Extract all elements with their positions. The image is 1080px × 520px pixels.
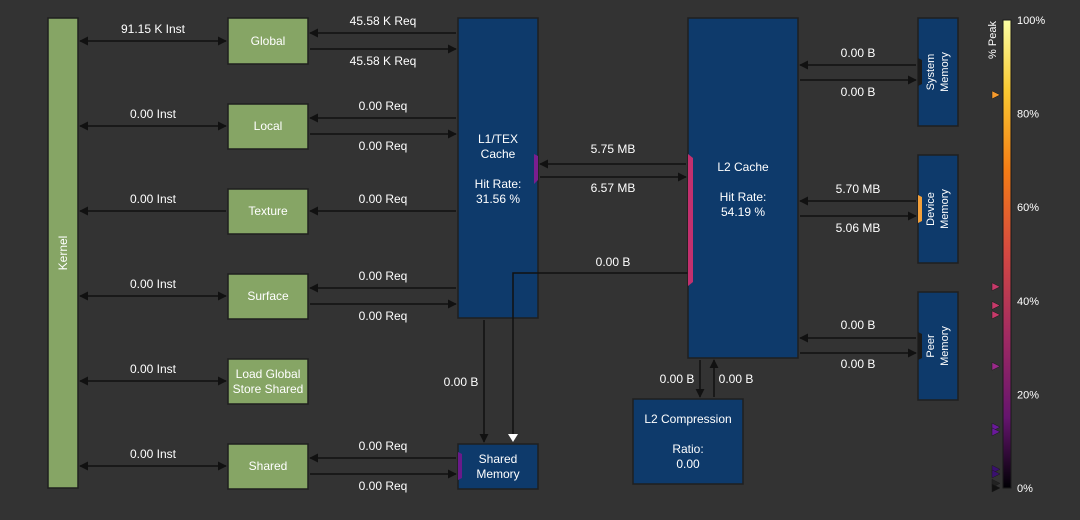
peak-tick-label: 100% [1017, 15, 1045, 27]
l1-title-line1: L1/TEX [478, 132, 518, 146]
compression-to-l2-label: 0.00 B [719, 372, 754, 386]
global-inst-label: 91.15 K Inst [121, 22, 186, 36]
global-req-in-label: 45.58 K Req [350, 14, 417, 28]
peak-marker [991, 301, 1001, 310]
l2-title: L2 Cache [717, 160, 769, 174]
peak-marker [991, 469, 1001, 479]
shared-req-out-label: 0.00 Req [359, 479, 408, 493]
l2-compression-ratio-label: Ratio: [672, 442, 703, 456]
shared-req-in-label: 0.00 Req [359, 439, 408, 453]
surface-box[interactable]: Surface [227, 273, 309, 320]
device-memory-line1: Device [925, 192, 937, 226]
device-memory-line2: Memory [939, 189, 951, 229]
shared-memory-box[interactable]: Shared Memory [457, 443, 539, 490]
l2-hit-rate-value: 54.19 % [721, 205, 765, 219]
peak-marker [991, 483, 1001, 493]
device-memory-port-marker [918, 195, 922, 223]
system-memory-box[interactable]: System Memory [917, 17, 959, 127]
load-global-store-shared-box[interactable]: Load Global Store Shared [227, 358, 309, 405]
local-inst-label: 0.00 Inst [130, 107, 177, 121]
local-box[interactable]: Local [227, 103, 309, 150]
peer-memory-port-marker [918, 332, 922, 360]
peak-tick-label: 40% [1017, 296, 1039, 308]
kernel-label: Kernel [56, 236, 70, 271]
l1-title-line2: Cache [481, 147, 516, 161]
shared-box[interactable]: Shared [227, 443, 309, 490]
global-box[interactable]: Global [227, 17, 309, 65]
peak-legend-title: % Peak [987, 21, 999, 59]
device-memory-box[interactable]: Device Memory [917, 154, 959, 264]
l1-l2-write-label: 6.57 MB [591, 181, 636, 195]
shared-inst-label: 0.00 Inst [130, 447, 177, 461]
lgss-inst-label: 0.00 Inst [130, 362, 177, 376]
l1-hit-rate-label: Hit Rate: [475, 177, 522, 191]
peer-memory-read-label: 0.00 B [841, 318, 876, 332]
peak-gradient-bar [1002, 19, 1012, 489]
surface-inst-label: 0.00 Inst [130, 277, 177, 291]
shared-label: Shared [249, 459, 288, 473]
l2-port-marker [688, 154, 693, 286]
device-memory-read-label: 5.70 MB [836, 182, 881, 196]
surface-req-in-label: 0.00 Req [359, 269, 408, 283]
local-label: Local [254, 119, 283, 133]
local-req-in-label: 0.00 Req [359, 99, 408, 113]
peer-memory-write-label: 0.00 B [841, 357, 876, 371]
peak-tick-label: 60% [1017, 202, 1039, 214]
l1-hit-rate-value: 31.56 % [476, 192, 520, 206]
surface-label: Surface [247, 289, 289, 303]
peak-marker [991, 282, 1001, 292]
system-memory-read-label: 0.00 B [841, 46, 876, 60]
device-memory-write-label: 5.06 MB [836, 221, 881, 235]
peak-tick-label: 80% [1017, 109, 1039, 121]
peak-marker [991, 427, 1001, 437]
l2-to-compression-label: 0.00 B [660, 372, 695, 386]
l2-to-shared-label: 0.00 B [596, 255, 631, 269]
texture-label: Texture [248, 204, 288, 218]
l2-hit-rate-label: Hit Rate: [720, 190, 767, 204]
peak-tick-label: 0% [1017, 483, 1033, 495]
peak-tick-label: 20% [1017, 389, 1039, 401]
l2-compression-ratio-value: 0.00 [676, 457, 700, 471]
system-memory-line2: Memory [939, 52, 951, 92]
system-memory-write-label: 0.00 B [841, 85, 876, 99]
l2-compression-box[interactable]: L2 Compression Ratio: 0.00 [632, 398, 744, 485]
surface-req-out-label: 0.00 Req [359, 309, 408, 323]
l2-to-shared-arrowhead [508, 434, 518, 442]
l2-compression-title: L2 Compression [644, 412, 731, 426]
texture-box[interactable]: Texture [227, 188, 309, 235]
system-memory-line1: System [925, 54, 937, 91]
shared-memory-port-marker [458, 452, 462, 480]
global-label: Global [251, 34, 286, 48]
l1-tex-cache-box[interactable]: L1/TEX Cache Hit Rate: 31.56 % [457, 17, 539, 319]
shared-memory-line1: Shared [479, 452, 518, 466]
peak-marker [991, 90, 1001, 100]
l1-l2-read-label: 5.75 MB [591, 142, 636, 156]
l2-cache-box[interactable]: L2 Cache Hit Rate: 54.19 % [687, 17, 799, 359]
l1-to-shared-label: 0.00 B [444, 375, 479, 389]
system-memory-port-marker [918, 58, 922, 86]
peer-memory-box[interactable]: Peer Memory [917, 291, 959, 401]
l1-port-marker [534, 154, 538, 184]
kernel-box[interactable]: Kernel [47, 17, 79, 489]
peer-memory-line2: Memory [939, 326, 951, 366]
peer-memory-line1: Peer [925, 334, 937, 358]
texture-inst-label: 0.00 Inst [130, 192, 177, 206]
global-req-out-label: 45.58 K Req [350, 54, 417, 68]
lgss-label-line1: Load Global [236, 367, 301, 381]
texture-req-label: 0.00 Req [359, 192, 408, 206]
local-req-out-label: 0.00 Req [359, 139, 408, 153]
peak-legend: % Peak 100% 80% 60% 40% 20% 0% [987, 15, 1045, 495]
peak-marker [991, 310, 1001, 320]
l2-to-shared-arrow [512, 272, 688, 440]
peak-marker [991, 361, 1001, 371]
shared-memory-line2: Memory [476, 467, 519, 481]
lgss-label-line2: Store Shared [233, 382, 304, 396]
